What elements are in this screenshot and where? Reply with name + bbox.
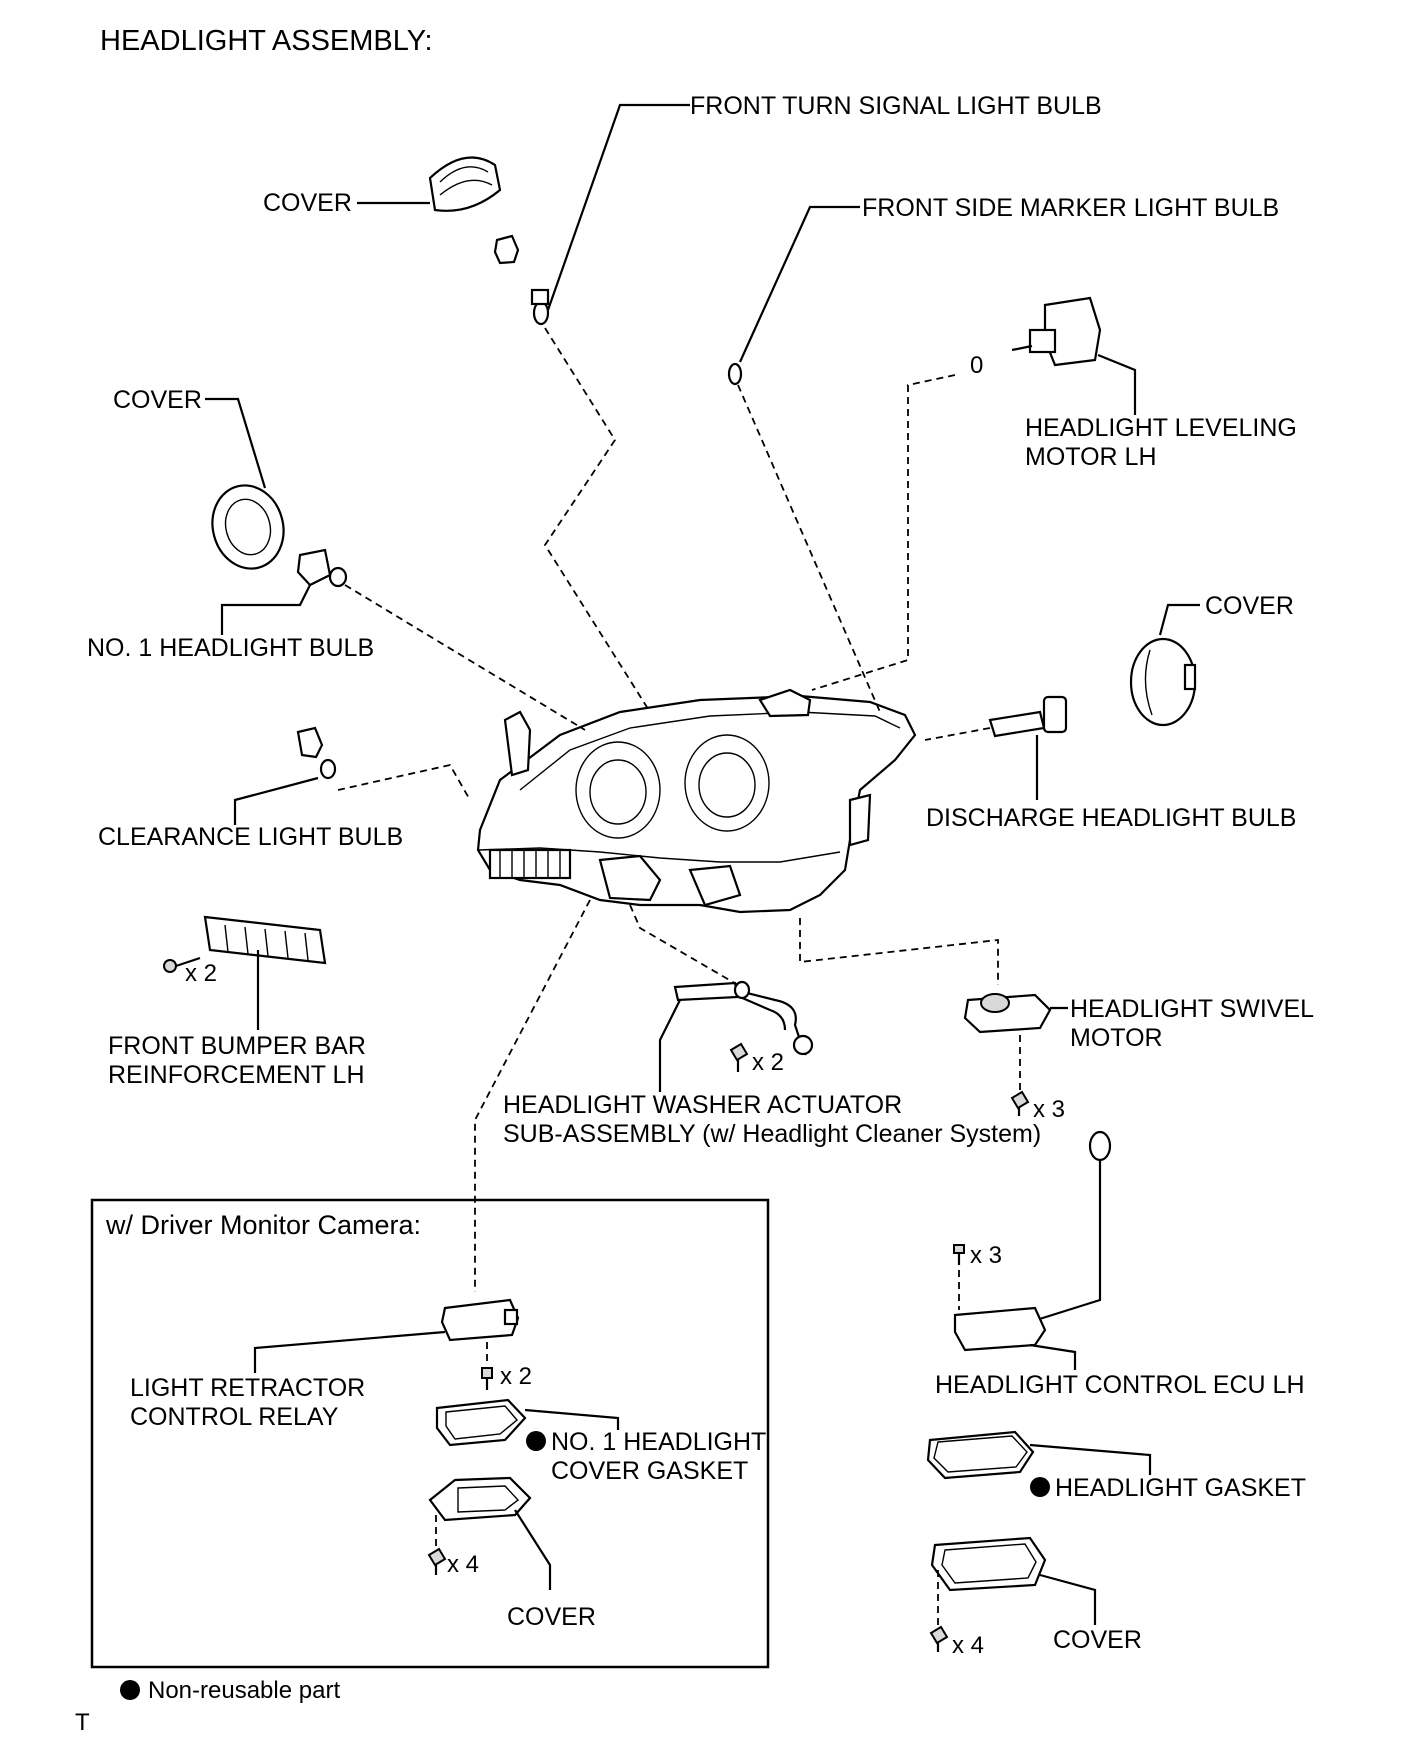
washer-screw-qty: x 2	[752, 1049, 784, 1076]
diagram-title: HEADLIGHT ASSEMBLY:	[100, 25, 433, 57]
leveling-motor-icon	[1011, 296, 1102, 367]
bumper-reinforcement-icon	[203, 915, 327, 965]
ecu-cover-icon	[930, 1536, 1047, 1592]
turn-signal-socket-icon	[493, 234, 520, 265]
cover-gasket-label-line1: NO. 1 HEADLIGHT	[551, 1428, 766, 1456]
driver-monitor-camera-box	[90, 1198, 770, 1669]
clearance-socket-icon	[296, 726, 324, 759]
non-reusable-legend-dot	[120, 1680, 140, 1700]
discharge-headlight-bulb-icon	[988, 695, 1068, 738]
swivel-screw-icon	[1010, 1090, 1030, 1116]
bumper-screw-qty: x 2	[185, 960, 217, 987]
front-turn-signal-bulb-label: FRONT TURN SIGNAL LIGHT BULB	[690, 92, 1102, 120]
cover-gasket-label-line2: COVER GASKET	[551, 1457, 748, 1485]
ecu-cover-screw-icon	[929, 1625, 949, 1652]
bumper-reinforcement-label-line1: FRONT BUMPER BAR	[108, 1032, 366, 1060]
headlight-gasket-label: HEADLIGHT GASKET	[1055, 1474, 1306, 1502]
washer-actuator-icon	[673, 980, 814, 1056]
leveling-motor-label-line1: HEADLIGHT LEVELING	[1025, 414, 1297, 442]
camera-cover-screw-qty: x 4	[447, 1551, 479, 1578]
cover-top-label: COVER	[263, 189, 352, 217]
headlight-gasket-nonreusable-dot	[1030, 1477, 1050, 1497]
light-retractor-relay-icon	[440, 1298, 520, 1342]
bumper-reinforcement-label-line2: REINFORCEMENT LH	[108, 1061, 365, 1089]
swivel-motor-icon	[963, 993, 1052, 1034]
camera-cover-icon	[428, 1476, 532, 1522]
leveling-motor-oring-mark: 0	[970, 352, 983, 379]
camera-cover-label: COVER	[507, 1603, 596, 1631]
cover-right-icon	[1129, 637, 1197, 727]
bumper-screw-icon	[163, 956, 201, 973]
cover-right-label: COVER	[1205, 592, 1294, 620]
cover-gasket-icon	[435, 1398, 527, 1447]
headlight-housing	[476, 688, 917, 914]
clearance-light-bulb-label: CLEARANCE LIGHT BULB	[98, 823, 403, 851]
cover-left-icon	[211, 484, 285, 570]
turn-signal-bulb-icon	[530, 288, 550, 326]
discharge-headlight-bulb-label: DISCHARGE HEADLIGHT BULB	[926, 804, 1296, 832]
control-ecu-icon	[953, 1130, 1112, 1352]
camera-cover-screw-icon	[427, 1547, 447, 1575]
ecu-screw-icon	[953, 1244, 965, 1265]
relay-screw-qty: x 2	[500, 1363, 532, 1390]
control-ecu-label: HEADLIGHT CONTROL ECU LH	[935, 1371, 1305, 1399]
side-marker-bulb-icon	[727, 362, 743, 386]
swivel-screw-qty: x 3	[1033, 1096, 1065, 1123]
cover-gasket-nonreusable-dot	[526, 1431, 546, 1451]
ecu-screw-qty: x 3	[970, 1242, 1002, 1269]
no1-headlight-bulb-label: NO. 1 HEADLIGHT BULB	[87, 634, 374, 662]
clearance-light-bulb-icon	[319, 758, 337, 780]
relay-screw-icon	[481, 1367, 493, 1390]
corner-mark: T	[75, 1709, 90, 1734]
ecu-cover-screw-qty: x 4	[952, 1632, 984, 1659]
headlight-gasket-icon	[926, 1430, 1035, 1480]
washer-actuator-label-line1: HEADLIGHT WASHER ACTUATOR	[503, 1091, 902, 1119]
cover-top-icon	[428, 156, 502, 212]
cover-left-label: COVER	[113, 386, 202, 414]
non-reusable-legend-label: Non-reusable part	[148, 1677, 340, 1704]
front-side-marker-bulb-label: FRONT SIDE MARKER LIGHT BULB	[862, 194, 1279, 222]
no1-headlight-bulb-icon	[296, 548, 348, 588]
swivel-motor-label-line1: HEADLIGHT SWIVEL	[1070, 995, 1314, 1023]
washer-actuator-label-line2: SUB-ASSEMBLY (w/ Headlight Cleaner Syste…	[503, 1120, 1041, 1148]
relay-label-line2: CONTROL RELAY	[130, 1403, 339, 1431]
leveling-motor-label-line2: MOTOR LH	[1025, 443, 1157, 471]
camera-box-title: w/ Driver Monitor Camera:	[105, 1210, 421, 1240]
washer-screw-icon	[729, 1042, 749, 1072]
swivel-motor-label-line2: MOTOR	[1070, 1024, 1163, 1052]
relay-label-line1: LIGHT RETRACTOR	[130, 1374, 365, 1402]
ecu-cover-label: COVER	[1053, 1626, 1142, 1654]
